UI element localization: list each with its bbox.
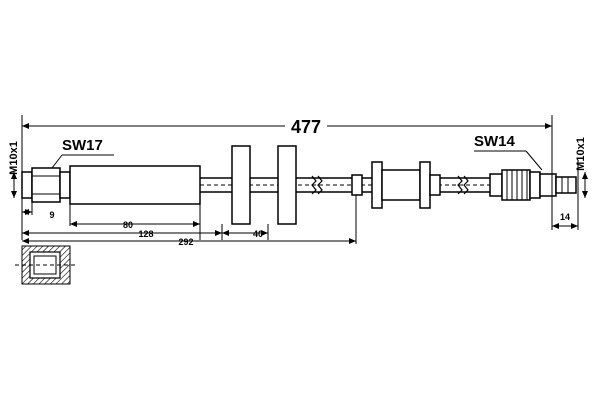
dim-label-80: 80 bbox=[123, 220, 133, 230]
hose-sleeve bbox=[69, 165, 201, 205]
left-wrench-label: SW17 bbox=[62, 137, 103, 154]
dim-label-128: 128 bbox=[138, 229, 153, 239]
left-fitting bbox=[21, 167, 71, 203]
section-detail bbox=[15, 245, 78, 285]
dim-clamp-gap: 40 bbox=[222, 229, 268, 239]
overall-length-dimension: 477 bbox=[22, 117, 552, 137]
dim-to-clamp: 128 bbox=[22, 229, 222, 239]
dim-label-9: 9 bbox=[49, 210, 54, 220]
clamp-2 bbox=[277, 145, 297, 225]
dim-to-bracket: 292 bbox=[22, 237, 356, 247]
dim-right-fitting: 14 bbox=[552, 212, 578, 229]
dim-left-fitting: 9 bbox=[22, 209, 55, 220]
right-wrench-label: SW14 bbox=[474, 133, 516, 150]
overall-length-label: 477 bbox=[291, 117, 321, 137]
right-thread-label: M10x1 bbox=[575, 137, 587, 171]
clamp-1 bbox=[231, 145, 251, 225]
dim-label-14: 14 bbox=[560, 212, 570, 222]
right-fitting bbox=[489, 169, 577, 201]
dim-label-292: 292 bbox=[178, 237, 193, 247]
dim-sleeve: 80 bbox=[70, 220, 200, 230]
break-mark-1 bbox=[311, 175, 323, 195]
left-thread-label: M10x1 bbox=[8, 141, 20, 175]
break-mark-2 bbox=[457, 175, 469, 195]
dim-label-40: 40 bbox=[253, 229, 263, 239]
bracket bbox=[351, 161, 441, 209]
